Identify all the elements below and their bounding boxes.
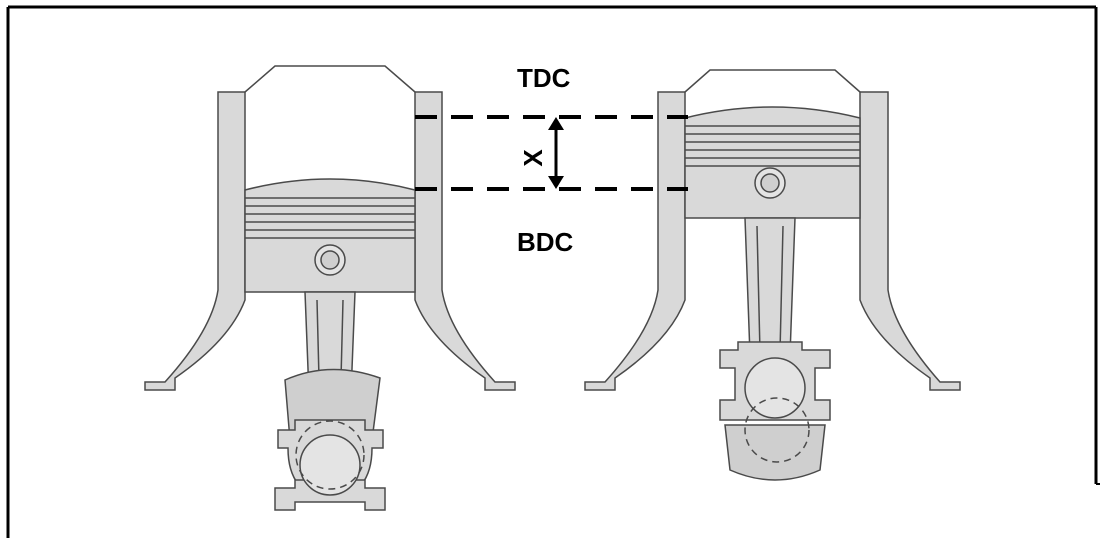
left-engine-assembly [144,65,516,511]
tdc-label: TDC [517,63,571,93]
left-cylinder-head [244,65,416,93]
left-big-end-bore [299,434,361,496]
right-piston-pin-inner [760,173,780,193]
right-piston-rings [685,125,860,167]
right-connecting-rod [744,217,796,356]
right-cylinder-wall-left [584,91,686,391]
right-cylinder-head [684,69,861,93]
left-piston-body [244,178,416,293]
stroke-arrow-head-up [548,117,564,130]
left-piston-pin-inner [320,250,340,270]
bdc-label: BDC [517,227,574,257]
left-cylinder-wall-right [414,91,516,391]
right-cylinder-wall-right [859,91,961,391]
right-piston-body [684,106,861,219]
stroke-annotation: X TDC BDC [415,63,688,257]
frame-border [6,5,1100,538]
stroke-arrow-head-down [548,176,564,189]
right-big-end-bore [744,357,806,419]
stroke-label: X [518,149,548,167]
right-crank-counterweight [724,424,826,481]
left-crank-journal-dashed [295,420,365,490]
left-piston-rings [245,197,415,239]
right-engine-assembly [584,69,961,481]
left-cylinder-wall-left [144,91,246,391]
right-crank-journal-dashed [744,397,810,463]
